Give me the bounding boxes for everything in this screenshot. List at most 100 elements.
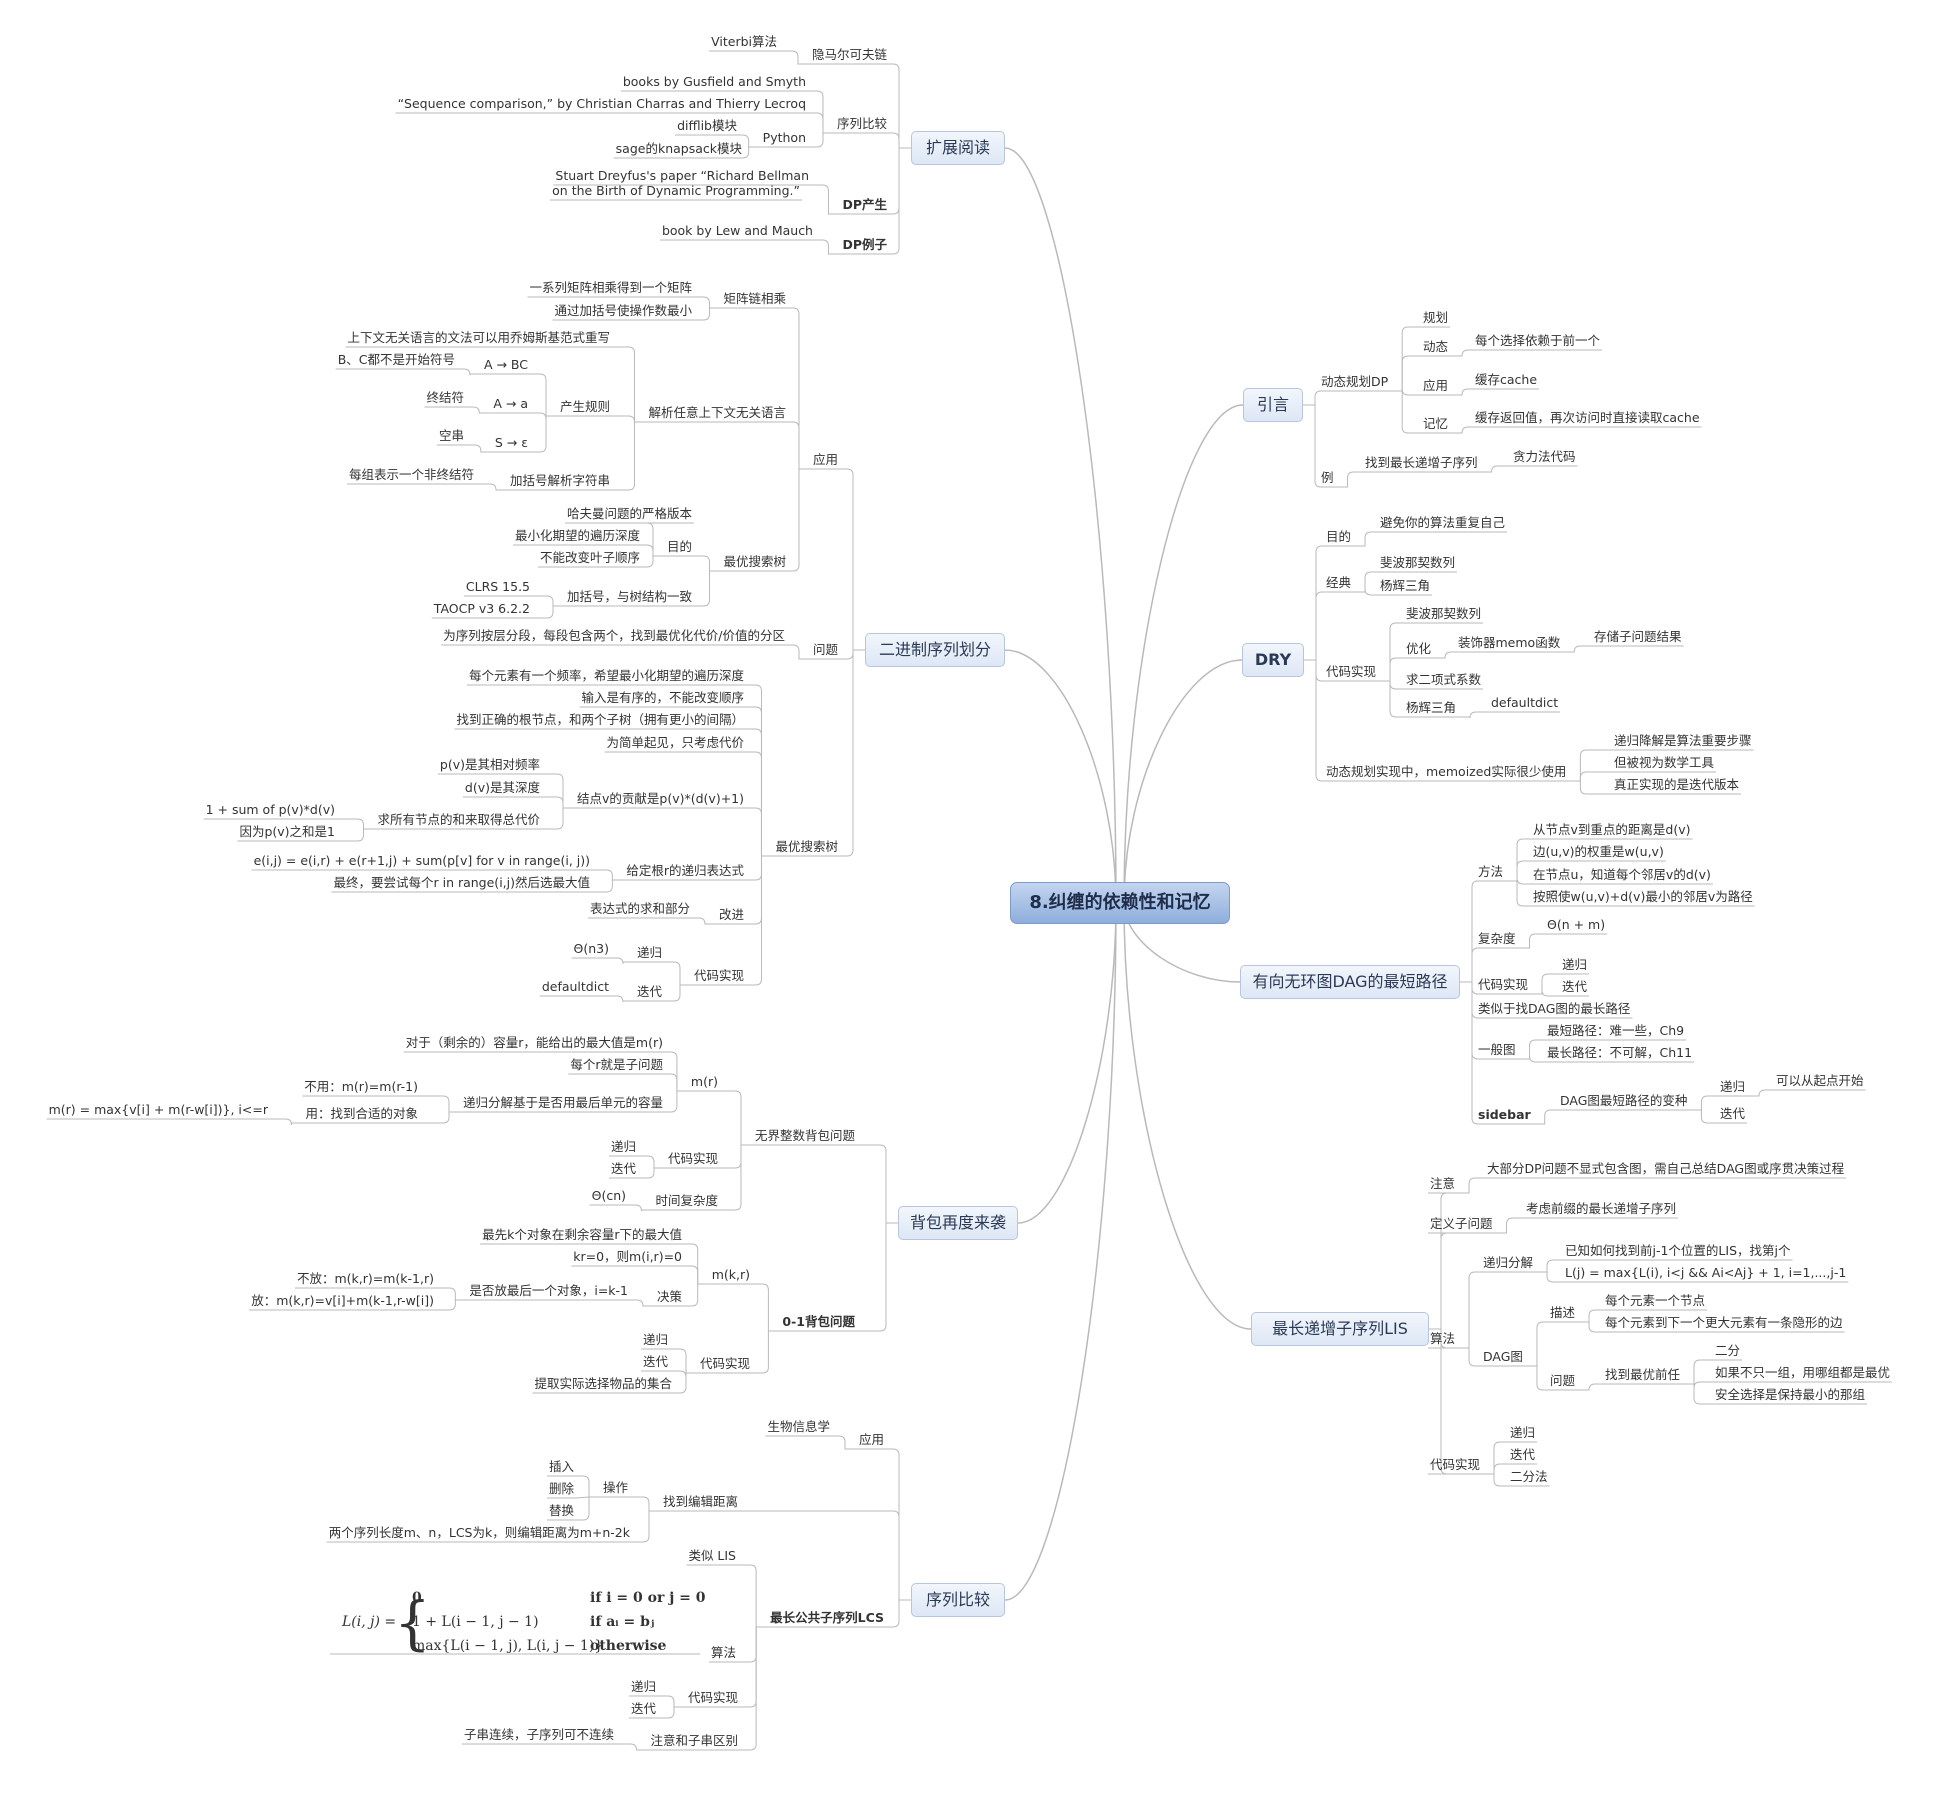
node-b3e1[interactable]: p(v)是其相对频率 — [439, 757, 540, 772]
node-g4[interactable]: 类似于找DAG图的最长路径 — [1478, 1001, 1631, 1016]
node-b1c2a[interactable]: CLRS 15.5 — [465, 579, 530, 594]
topic-dag[interactable]: 有向无环图DAG的最短路径 — [1240, 965, 1460, 999]
node-k2a3a2[interactable]: 放：m(k,r)=v[i]+m(k-1,r-w[i]) — [251, 1293, 434, 1308]
node-d3d1[interactable]: defaultdict — [1491, 695, 1559, 710]
node-s3d1[interactable]: 子串连续，子序列可不连续 — [463, 1727, 614, 1742]
node-b1b2b1[interactable]: 终结符 — [426, 390, 464, 405]
node-k1b[interactable]: 代码实现 — [667, 1151, 718, 1166]
node-b3h[interactable]: 代码实现 — [693, 968, 744, 983]
topic-seq[interactable]: 序列比较 — [911, 1583, 1005, 1617]
node-l3b2[interactable]: 问题 — [1550, 1373, 1576, 1388]
node-k1a[interactable]: m(r) — [690, 1074, 718, 1089]
node-k1[interactable]: 无界整数背包问题 — [754, 1128, 855, 1143]
node-b3f1[interactable]: e(i,j) = e(i,r) + e(r+1,j) + sum(p[v] fo… — [253, 853, 590, 868]
node-b1b1[interactable]: 上下文无关语言的文法可以用乔姆斯基范式重写 — [347, 330, 610, 345]
node-k1c[interactable]: 时间复杂度 — [655, 1193, 718, 1208]
node-l3b2a[interactable]: 找到最优前任 — [1605, 1367, 1681, 1382]
node-g3a[interactable]: 递归 — [1562, 957, 1588, 972]
node-g1c[interactable]: 在节点u，知道每个邻居v的d(v) — [1533, 867, 1711, 882]
node-b1b2c1[interactable]: 空串 — [438, 428, 464, 443]
node-b1b2[interactable]: 产生规则 — [559, 399, 610, 414]
node-l1[interactable]: 注意 — [1430, 1176, 1456, 1191]
node-d3a[interactable]: 斐波那契数列 — [1406, 606, 1482, 621]
node-d3c[interactable]: 求二项式系数 — [1406, 672, 1482, 687]
node-k2b2[interactable]: 迭代 — [642, 1354, 668, 1369]
node-b3h1[interactable]: 递归 — [636, 945, 662, 960]
node-i1a[interactable]: 规划 — [1423, 310, 1449, 325]
node-b1b2a1[interactable]: B、C都不是开始符号 — [337, 352, 455, 367]
topic-lis[interactable]: 最长递增子序列LIS — [1251, 1312, 1429, 1346]
node-k1a3a[interactable]: 不用：m(r)=m(r-1) — [304, 1079, 418, 1094]
node-l2a[interactable]: 考虑前缀的最长递增子序列 — [1526, 1201, 1677, 1216]
node-b3d[interactable]: 为简单起见，只考虑代价 — [606, 735, 744, 750]
node-b3h1a[interactable]: Θ(n3) — [573, 941, 609, 956]
node-d2b[interactable]: 杨辉三角 — [1380, 578, 1431, 593]
node-k1a1[interactable]: 对于（剩余的）容量r，能给出的最大值是m(r) — [405, 1035, 663, 1050]
node-g5a[interactable]: 最短路径：难一些，Ch9 — [1547, 1023, 1685, 1038]
node-b3e2[interactable]: d(v)是其深度 — [464, 780, 540, 795]
node-s3c1[interactable]: 递归 — [630, 1679, 656, 1694]
node-s2a2[interactable]: 删除 — [548, 1481, 574, 1496]
node-k2[interactable]: 0-1背包问题 — [782, 1314, 855, 1329]
node-b3g1[interactable]: 表达式的求和部分 — [589, 901, 690, 916]
node-s1[interactable]: 应用 — [858, 1432, 884, 1447]
node-k2b[interactable]: 代码实现 — [699, 1356, 750, 1371]
node-b3h2a[interactable]: defaultdict — [541, 979, 609, 994]
node-b3f2[interactable]: 最终，要尝试每个r in range(i,j)然后选最大值 — [333, 875, 590, 890]
node-b1b3a[interactable]: 每组表示一个非终结符 — [348, 467, 474, 482]
node-k2b1[interactable]: 递归 — [642, 1332, 668, 1347]
node-e4[interactable]: DP例子 — [842, 237, 887, 252]
node-b1b2b[interactable]: A → a — [493, 396, 528, 411]
topic-intro[interactable]: 引言 — [1243, 388, 1303, 422]
node-b3h2[interactable]: 迭代 — [636, 984, 662, 999]
node-k1c1[interactable]: Θ(cn) — [591, 1188, 626, 1203]
node-b1[interactable]: 应用 — [812, 452, 838, 467]
node-b1b[interactable]: 解析任意上下文无关语言 — [648, 405, 786, 420]
node-l3b1b[interactable]: 每个元素到下一个更大元素有一条隐形的边 — [1605, 1315, 1843, 1330]
node-b1c1b[interactable]: 最小化期望的遍历深度 — [514, 528, 640, 543]
node-b1c[interactable]: 最优搜索树 — [723, 554, 786, 569]
node-s3[interactable]: 最长公共子序列LCS — [770, 1610, 884, 1625]
node-l2[interactable]: 定义子问题 — [1430, 1216, 1493, 1231]
topic-bag[interactable]: 背包再度来袭 — [898, 1206, 1018, 1240]
node-l4a[interactable]: 递归 — [1510, 1425, 1536, 1440]
node-s2a[interactable]: 操作 — [602, 1480, 628, 1495]
node-l3[interactable]: 算法 — [1430, 1331, 1456, 1346]
node-l3a[interactable]: 递归分解 — [1483, 1255, 1534, 1270]
node-i1c[interactable]: 应用 — [1423, 378, 1449, 393]
node-d3b1[interactable]: 装饰器memo函数 — [1458, 635, 1561, 650]
node-s2[interactable]: 找到编辑距离 — [662, 1494, 738, 1509]
node-e2c1[interactable]: difflib模块 — [677, 118, 737, 133]
node-g3[interactable]: 代码实现 — [1478, 977, 1529, 992]
node-k2b3[interactable]: 提取实际选择物品的集合 — [534, 1376, 672, 1391]
node-b3f[interactable]: 给定根r的递归表达式 — [626, 863, 744, 878]
node-k1a3b1[interactable]: m(r) = max{v[i] + m(r-w[i])}, i<=r — [48, 1102, 268, 1117]
topic-dry[interactable]: DRY — [1242, 643, 1304, 677]
node-g1d[interactable]: 按照使w(u,v)+d(v)最小的邻居v为路径 — [1533, 889, 1753, 904]
node-i1[interactable]: 动态规划DP — [1321, 374, 1389, 389]
node-l3b2a3[interactable]: 安全选择是保持最小的那组 — [1715, 1387, 1866, 1402]
node-s3a[interactable]: 类似 LIS — [688, 1548, 736, 1563]
node-g1a[interactable]: 从节点v到重点的距离是d(v) — [1533, 822, 1691, 837]
node-s2a1[interactable]: 插入 — [548, 1459, 574, 1474]
node-b1b2a[interactable]: A → BC — [483, 357, 528, 372]
central-topic[interactable]: 8.纠缠的依赖性和记忆 — [1010, 882, 1230, 924]
node-l3b2a2[interactable]: 如果不只一组，用哪组都是最优 — [1715, 1365, 1891, 1380]
node-d4c[interactable]: 真正实现的是迭代版本 — [1614, 777, 1740, 792]
node-d3d[interactable]: 杨辉三角 — [1406, 700, 1457, 715]
node-l4[interactable]: 代码实现 — [1430, 1457, 1481, 1472]
node-l3b1a[interactable]: 每个元素一个节点 — [1605, 1293, 1706, 1308]
node-g6[interactable]: sidebar — [1478, 1107, 1531, 1122]
node-g5b[interactable]: 最长路径：不可解，Ch11 — [1547, 1045, 1693, 1060]
node-g3b[interactable]: 迭代 — [1562, 979, 1588, 994]
node-i1d[interactable]: 记忆 — [1423, 416, 1449, 431]
node-b3e3[interactable]: 求所有节点的和来取得总代价 — [377, 812, 540, 827]
node-s3d[interactable]: 注意和子串区别 — [650, 1733, 738, 1748]
node-s1a[interactable]: 生物信息学 — [767, 1419, 830, 1434]
node-k2a3a1[interactable]: 不放：m(k,r)=m(k-1,r) — [297, 1271, 434, 1286]
node-l1a[interactable]: 大部分DP问题不显式包含图，需自己总结DAG图或序贯决策过程 — [1487, 1161, 1845, 1176]
node-b3e3b[interactable]: 因为p(v)之和是1 — [239, 824, 335, 839]
node-d3b[interactable]: 优化 — [1406, 641, 1432, 656]
node-d4b[interactable]: 但被视为数学工具 — [1614, 755, 1715, 770]
node-b2[interactable]: 问题 — [812, 642, 838, 657]
